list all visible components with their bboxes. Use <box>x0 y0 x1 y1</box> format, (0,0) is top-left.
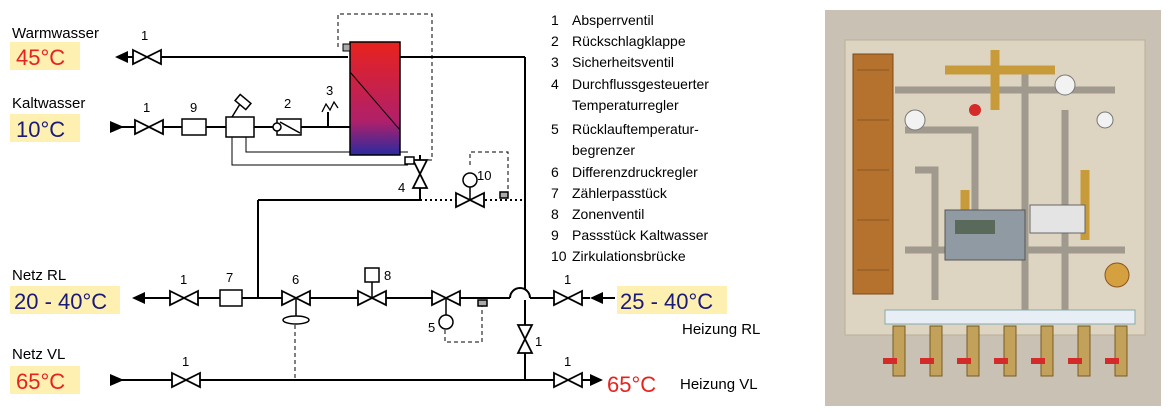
temp-box-heizung-rl <box>617 286 727 314</box>
fittings <box>181 93 302 307</box>
label-heizung-vl: Heizung VL <box>680 376 758 393</box>
legend-num: 5 <box>551 121 559 137</box>
num-5: 5 <box>428 320 435 335</box>
legend-text: Absperrventil <box>572 12 654 28</box>
label-kaltwasser: Kaltwasser <box>12 95 85 112</box>
schematic-diagram: 1 1 9 2 3 4 10 1 7 6 8 5 1 1 1 1 Warmwas… <box>10 12 760 397</box>
num-1-heizung-rl: 1 <box>564 272 571 287</box>
legend-text: Sicherheitsventil <box>572 54 674 70</box>
num-6: 6 <box>292 272 299 287</box>
legend-text: Differenzdruckregler <box>572 164 698 180</box>
legend-text: Zählerpasstück <box>572 185 668 201</box>
num-1-netz-vl: 1 <box>182 354 189 369</box>
legend-num: 6 <box>551 164 559 180</box>
legend-num: 10 <box>551 248 567 264</box>
flow-arrows <box>110 51 603 386</box>
temp-netz-vl: 65°C <box>16 369 65 394</box>
num-4: 4 <box>398 180 405 195</box>
hx-sensor <box>342 43 351 52</box>
num-1-warm: 1 <box>141 28 148 43</box>
legend-text: Temperaturregler <box>572 97 679 113</box>
temp-warm: 45°C <box>16 45 65 70</box>
temp-box-warm <box>10 42 80 70</box>
safety-valve <box>321 100 339 113</box>
plate-exchanger <box>852 53 894 295</box>
temp-netz-rl: 20 - 40°C <box>14 289 107 314</box>
temp-heizung-rl: 25 - 40°C <box>620 289 713 314</box>
num-3: 3 <box>326 83 333 98</box>
legend-num: 9 <box>551 227 559 243</box>
temp-kalt: 10°C <box>16 117 65 142</box>
heat-exchanger <box>349 41 401 156</box>
legend-num: 3 <box>551 54 559 70</box>
station-photo <box>825 10 1161 406</box>
valve-actuators <box>282 156 509 330</box>
num-1-netz-rl: 1 <box>180 272 187 287</box>
legend-text: begrenzer <box>572 142 635 158</box>
legend-text: Durchflussgesteuerter <box>572 76 709 92</box>
legend: 1 Absperrventil 2 Rückschlagklappe 3 Sicher… <box>551 12 709 264</box>
label-netz-rl: Netz RL <box>12 267 66 284</box>
num-1-heizung-vl: 1 <box>564 354 571 369</box>
legend-text: Rückschlagklappe <box>572 33 686 49</box>
temp-box-kalt <box>10 114 80 142</box>
legend-num: 1 <box>551 12 559 28</box>
heat-meter <box>944 209 1026 261</box>
label-heizung-rl: Heizung RL <box>682 321 760 338</box>
num-9: 9 <box>190 100 197 115</box>
legend-num: 2 <box>551 33 559 49</box>
label-warmwasser: Warmwasser <box>12 25 99 42</box>
num-1-kalt: 1 <box>143 100 150 115</box>
legend-text: Passstück Kaltwasser <box>572 227 708 243</box>
num-1-vertical: 1 <box>535 334 542 349</box>
temp-box-netz-rl <box>10 286 120 314</box>
num-10: 10 <box>477 168 491 183</box>
temp-heizung-vl: 65°C <box>607 372 656 397</box>
dashed-sense-lines <box>337 13 509 343</box>
legend-text: Rücklauftemperatur- <box>572 121 699 137</box>
legend-num: 8 <box>551 206 559 222</box>
temp-box-netz-vl <box>10 366 80 394</box>
num-2: 2 <box>284 96 291 111</box>
num-7: 7 <box>226 270 233 285</box>
legend-num: 7 <box>551 185 559 201</box>
legend-text: Zonenventil <box>572 206 644 222</box>
num-8: 8 <box>384 268 391 283</box>
legend-text: Zirkulationsbrücke <box>572 248 686 264</box>
component-numbers: 1 1 9 2 3 4 10 1 7 6 8 5 1 1 1 1 <box>141 28 571 369</box>
shutoff-valves <box>132 48 583 389</box>
manifold <box>884 309 1136 325</box>
label-netz-vl: Netz VL <box>12 346 65 363</box>
legend-num: 4 <box>551 76 559 92</box>
